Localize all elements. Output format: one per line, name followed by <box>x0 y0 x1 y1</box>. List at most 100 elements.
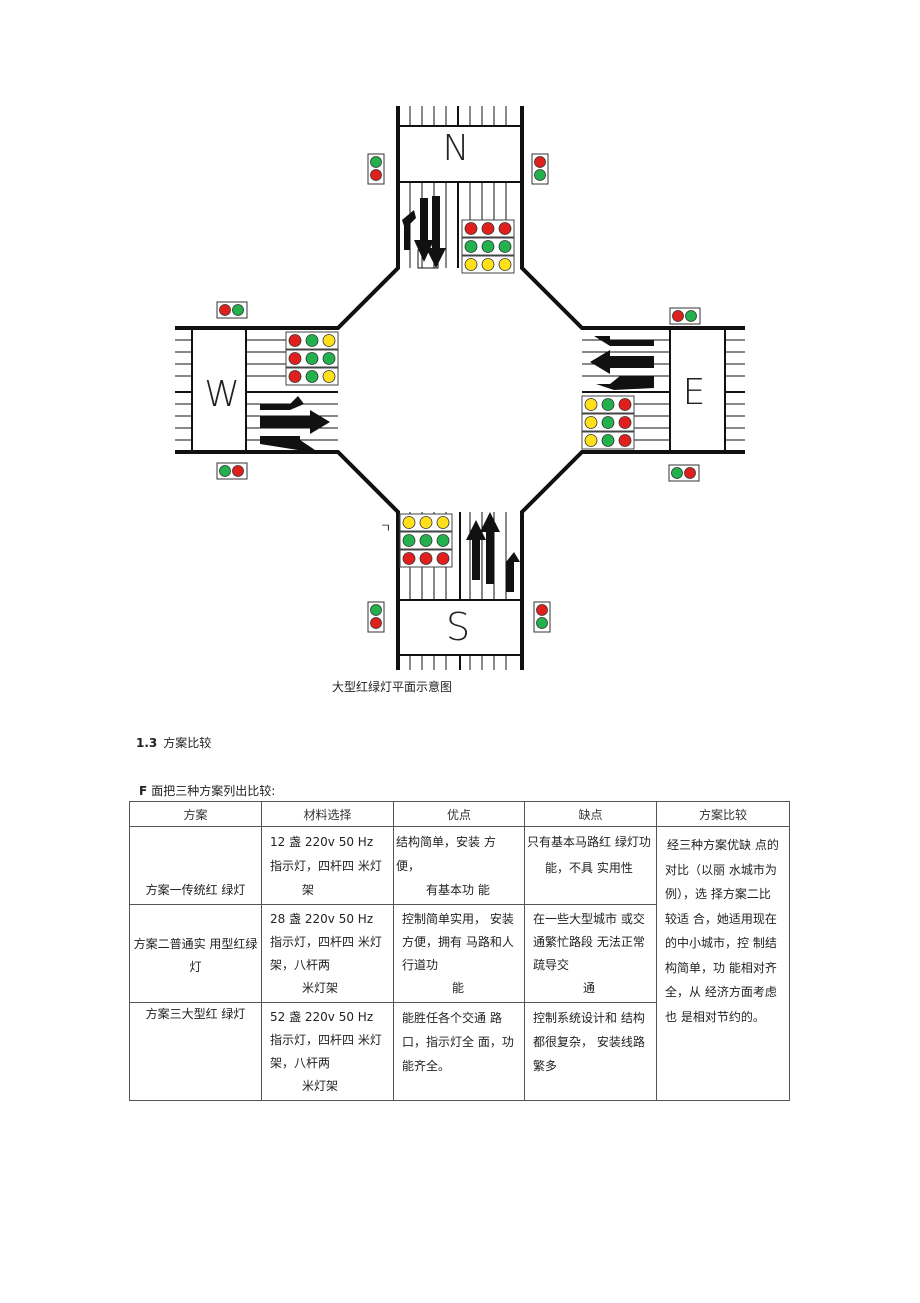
cons-line: 繁多 <box>533 1059 558 1073</box>
signal-lamp <box>370 604 382 616</box>
material-cell: 52 盏 220v 50 Hz 指示灯，四杆四 米灯 架，八杆两 米灯架 <box>261 1002 394 1101</box>
signal-lamp <box>464 258 478 271</box>
signal-lamp <box>232 304 244 316</box>
signal-lamp <box>481 240 495 253</box>
pros-line: 有基本功 能 <box>426 883 490 897</box>
signal-grid-east <box>581 395 635 450</box>
material-cell: 28 盏 220v 50 Hz 指示灯，四杆四 米灯 架，八杆两 米灯架 <box>261 904 394 1003</box>
scheme-cell: 方案三大型红 绿灯 <box>129 1002 262 1101</box>
signal-lamp <box>601 434 615 447</box>
signal-lamp <box>684 467 696 479</box>
signal-lamp <box>288 352 302 365</box>
material-line: 指示灯，四杆四 米灯 <box>270 859 382 873</box>
intro-prefix: F <box>139 784 148 798</box>
pros-line: 能胜任各个交通 路 <box>402 1011 502 1025</box>
pros-line: 方便，拥有 马路和人 <box>402 935 514 949</box>
material-line: 架，八杆两 <box>270 958 331 972</box>
signal-pole-se <box>533 601 551 633</box>
scheme-name: 方案二普通实 用型红绿灯 <box>133 937 258 974</box>
pros-line: 结构简单，安装 方便， <box>396 835 496 873</box>
signal-lamp <box>402 552 416 565</box>
signal-lamp <box>601 398 615 411</box>
signal-lamp <box>402 516 416 529</box>
cons-line: 都很复杂， 安装线路 <box>533 1035 645 1049</box>
signal-lamp <box>305 334 319 347</box>
table-header-row: 方案 材料选择 优点 缺点 方案比较 <box>129 801 790 827</box>
lane-arrow <box>260 436 315 450</box>
signal-pole-nw <box>367 153 385 185</box>
signal-pole-sw <box>367 601 385 633</box>
signal-lamp <box>419 516 433 529</box>
signal-grid-north <box>461 219 515 274</box>
intro-text: 面把三种方案列出比较: <box>151 784 276 798</box>
material-line: 米灯架 <box>302 1079 339 1093</box>
signal-lamp <box>671 467 683 479</box>
signal-pole-en <box>669 307 701 325</box>
signal-lamp <box>601 416 615 429</box>
signal-lamp <box>436 534 450 547</box>
section-title: 方案比较 <box>163 736 212 750</box>
material-line: 架，八杆两 <box>270 1056 331 1070</box>
signal-grid-south <box>399 513 453 568</box>
pros-cell: 控制简单实用， 安装 方便，拥有 马路和人 行道功 能 <box>393 904 525 1003</box>
cons-line: 能，不具 实用性 <box>545 861 633 875</box>
cons-line: 通 <box>583 981 596 995</box>
signals-layer <box>216 153 701 633</box>
material-line: 架 <box>302 883 315 897</box>
header-material: 材料选择 <box>261 801 394 827</box>
cons-cell: 只有基本马路红 绿灯功 能，不具 实用性 <box>524 826 657 905</box>
arrows-layer <box>260 196 654 592</box>
header-cons: 缺点 <box>524 801 657 827</box>
cons-cell: 在一些大型城市 或交 通繁忙路段 无法正常 疏导交 通 <box>524 904 657 1003</box>
signal-lamp <box>402 534 416 547</box>
lane-arrow <box>260 410 330 434</box>
material-line: 指示灯，四杆四 米灯 <box>270 1033 382 1047</box>
label-east: E <box>683 372 706 413</box>
header-comparison: 方案比较 <box>656 801 790 827</box>
table-row: 方案三大型红 绿灯 52 盏 220v 50 Hz 指示灯，四杆四 米灯 架，八… <box>129 1002 790 1101</box>
signal-lamp <box>534 156 546 168</box>
signal-lamp <box>672 310 684 322</box>
lane-box <box>417 249 439 269</box>
header-pros: 优点 <box>393 801 525 827</box>
pros-line: 口，指示灯全 面，功 <box>402 1035 514 1049</box>
signal-grid-west <box>285 331 339 386</box>
summary-line: 的中小城市，控 制结 <box>665 936 777 950</box>
signal-lamp <box>584 398 598 411</box>
cons-line: 疏导交 <box>533 958 570 972</box>
scheme-name: 方案三大型红 绿灯 <box>145 1007 246 1021</box>
signal-lamp <box>436 516 450 529</box>
pros-line: 行道功 <box>402 958 439 972</box>
signal-lamp <box>534 169 546 181</box>
lane-arrow <box>260 396 304 410</box>
cons-line: 控制系统设计和 结构 <box>533 1011 645 1025</box>
table-row: 方案一传统红 绿灯 12 盏 220v 50 Hz 指示灯，四杆四 米灯 架 结… <box>129 826 790 1101</box>
signal-lamp <box>464 222 478 235</box>
signal-lamp <box>685 310 697 322</box>
table-row: 方案二普通实 用型红绿灯 28 盏 220v 50 Hz 指示灯，四杆四 米灯 … <box>129 904 790 1003</box>
lane-arrow <box>594 336 654 346</box>
signal-lamp <box>219 304 231 316</box>
signal-pole-ne <box>531 153 549 185</box>
lane-arrow <box>414 198 434 262</box>
material-cell: 12 盏 220v 50 Hz 指示灯，四杆四 米灯 架 <box>261 826 394 905</box>
figure-caption: 大型红绿灯平面示意图 <box>332 680 453 694</box>
material-line: 52 盏 220v 50 Hz <box>270 1010 374 1024</box>
lane-arrow <box>506 552 520 592</box>
signal-pole-es <box>668 464 700 482</box>
lane-arrow <box>402 210 416 250</box>
signal-lamp <box>305 370 319 383</box>
signal-lamp <box>618 434 632 447</box>
summary-line: 较适 合，她适用现在 <box>665 911 777 926</box>
signal-lamp <box>305 352 319 365</box>
signal-lamp <box>536 604 548 616</box>
summary-line: 经三种方案优缺 点的 <box>667 838 779 852</box>
signal-lamp <box>498 258 512 271</box>
signal-pole-wn <box>216 301 248 319</box>
comparison-table: 方案 材料选择 优点 缺点 方案比较 方案一传统红 绿灯 12 盏 220v 5… <box>129 801 790 1101</box>
signal-lamp <box>464 240 478 253</box>
lane-arrow <box>480 512 500 584</box>
road-edge <box>175 106 400 330</box>
signal-lamp <box>219 465 231 477</box>
